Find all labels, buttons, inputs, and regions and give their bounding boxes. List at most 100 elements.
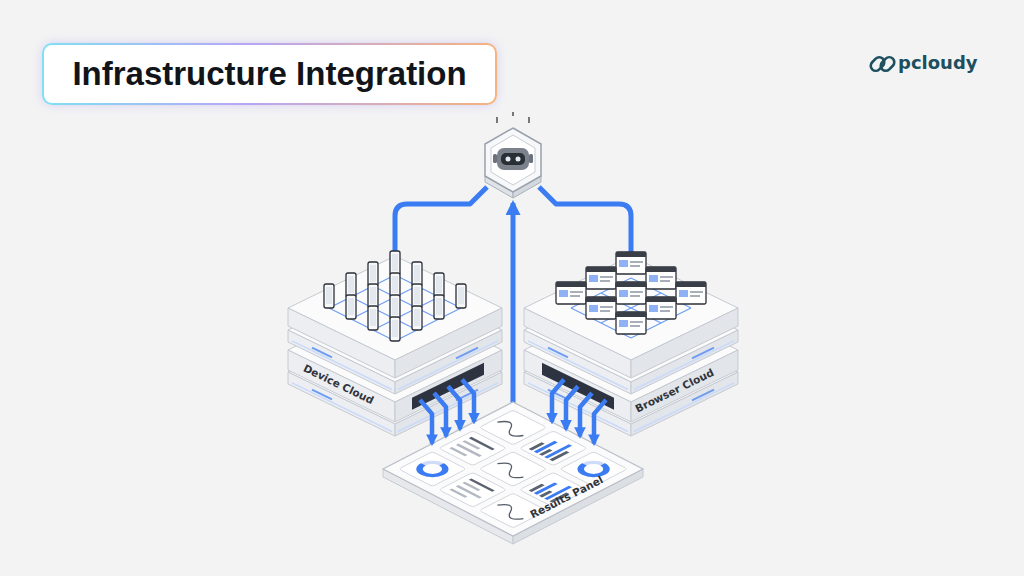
bar (549, 451, 569, 461)
phone-screen (392, 254, 398, 271)
title: Infrastructure Integration (72, 55, 466, 93)
browser-bar (586, 267, 616, 272)
robot-hex (485, 128, 541, 192)
phone-screen (458, 287, 464, 304)
browser-block (619, 290, 628, 297)
cloud-stack: Device Cloud (288, 232, 502, 438)
title-box: Infrastructure Integration (42, 43, 497, 105)
browser-bar (616, 282, 646, 287)
browser-line (570, 295, 580, 297)
slab-led (312, 348, 332, 358)
phone (390, 273, 400, 297)
browser-line (660, 276, 673, 278)
browser-window (616, 252, 646, 274)
phone (456, 284, 466, 308)
browser-bar (646, 267, 676, 272)
wave-chart (492, 419, 530, 438)
slab-led (548, 390, 568, 400)
browser-block (679, 290, 688, 297)
browser-line (600, 276, 613, 278)
robot-eye (506, 157, 511, 162)
browser-window (646, 297, 676, 319)
browser-block (619, 260, 628, 267)
browser-block (649, 305, 658, 312)
robot-head (497, 148, 529, 170)
phone (346, 273, 356, 297)
logo-text: pcloudy (898, 52, 978, 73)
phone (324, 284, 334, 308)
robot-ear (493, 154, 497, 163)
browser-bar (646, 297, 676, 302)
phone-screen (326, 287, 332, 304)
browser-block (649, 275, 658, 282)
text-line (456, 485, 482, 498)
text-line (449, 488, 467, 497)
browser-line (630, 265, 640, 267)
browser-line (600, 280, 610, 282)
panel-top (383, 402, 643, 536)
node-outline (383, 402, 643, 544)
browser-window (676, 282, 706, 304)
slab-led (692, 348, 714, 359)
port (542, 363, 614, 410)
browser-window (556, 282, 586, 304)
browser-bar (586, 297, 616, 302)
logo-icon (869, 55, 897, 73)
slab-led (548, 348, 568, 358)
robot-arrow (511, 203, 516, 410)
results-panel: Results Panel (383, 402, 643, 544)
phone (368, 262, 378, 286)
phone-screen (436, 276, 442, 293)
donut-track (414, 460, 450, 479)
flow-arrow (566, 386, 578, 429)
phone (412, 306, 422, 330)
donut-value (414, 460, 450, 479)
phone (390, 251, 400, 275)
browser-bar (616, 312, 646, 317)
phone-screen (414, 265, 420, 282)
browser-window (616, 312, 646, 334)
port (412, 363, 484, 410)
phone (390, 317, 400, 341)
browser-line (660, 310, 670, 312)
phone (412, 262, 422, 286)
flow-arrow (462, 379, 474, 422)
phone-screen (414, 309, 420, 326)
text-line (469, 478, 495, 491)
text-line (449, 447, 467, 456)
browser-line (690, 295, 700, 297)
phone-screen (392, 276, 398, 293)
phone-screen (348, 276, 354, 293)
robot-ear (529, 154, 533, 163)
text-line (456, 444, 482, 457)
text-line (469, 437, 495, 450)
phone (368, 306, 378, 330)
slab-led (312, 390, 332, 400)
node-outline (288, 232, 502, 438)
robot-eye (516, 157, 521, 162)
logo-loop (879, 55, 897, 73)
slab-led (456, 348, 478, 359)
robot-hex-inner (491, 135, 535, 185)
phone (434, 273, 444, 297)
flow-arrow (552, 379, 564, 422)
browser-window (586, 267, 616, 289)
phone (346, 295, 356, 319)
robot-spark (528, 117, 530, 123)
browser-line (600, 306, 613, 308)
phone (390, 295, 400, 319)
browser-bar (676, 282, 706, 287)
browser-line (630, 325, 640, 327)
browser-window (586, 297, 616, 319)
robot-spark (512, 112, 514, 116)
browser-block (589, 275, 598, 282)
phone-screen (370, 309, 376, 326)
phone (368, 284, 378, 308)
flow-arrow (420, 400, 432, 444)
browser-line (690, 291, 703, 293)
flow-arrow (580, 393, 592, 436)
browser-line (570, 291, 583, 293)
flow-arrow (434, 393, 446, 436)
browser-block (589, 305, 598, 312)
